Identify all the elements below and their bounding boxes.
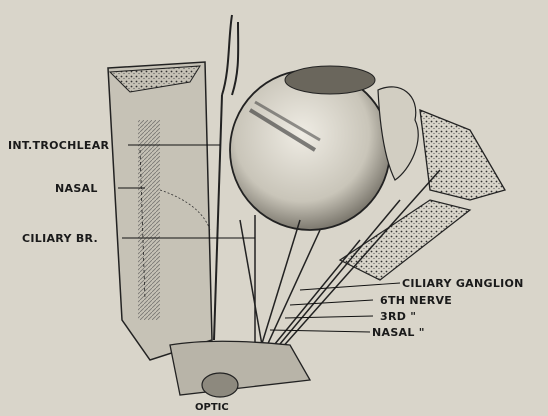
label-optic: OPTIC — [195, 402, 229, 413]
label-int-trochlear: INT.TROCHLEAR — [8, 139, 110, 152]
label-nasal-right: NASAL " — [372, 326, 425, 339]
label-nasal-left: NASAL — [55, 182, 98, 195]
label-ciliary-ganglion: CILIARY GANGLION — [402, 277, 524, 290]
medial-orbital-wall — [108, 62, 212, 360]
label-third: 3RD " — [380, 310, 416, 323]
eyeball — [230, 66, 390, 230]
label-sixth-nerve: 6TH NERVE — [380, 294, 452, 307]
label-ciliary-br: CILIARY BR. — [22, 232, 98, 245]
orbital-apex — [170, 341, 310, 397]
